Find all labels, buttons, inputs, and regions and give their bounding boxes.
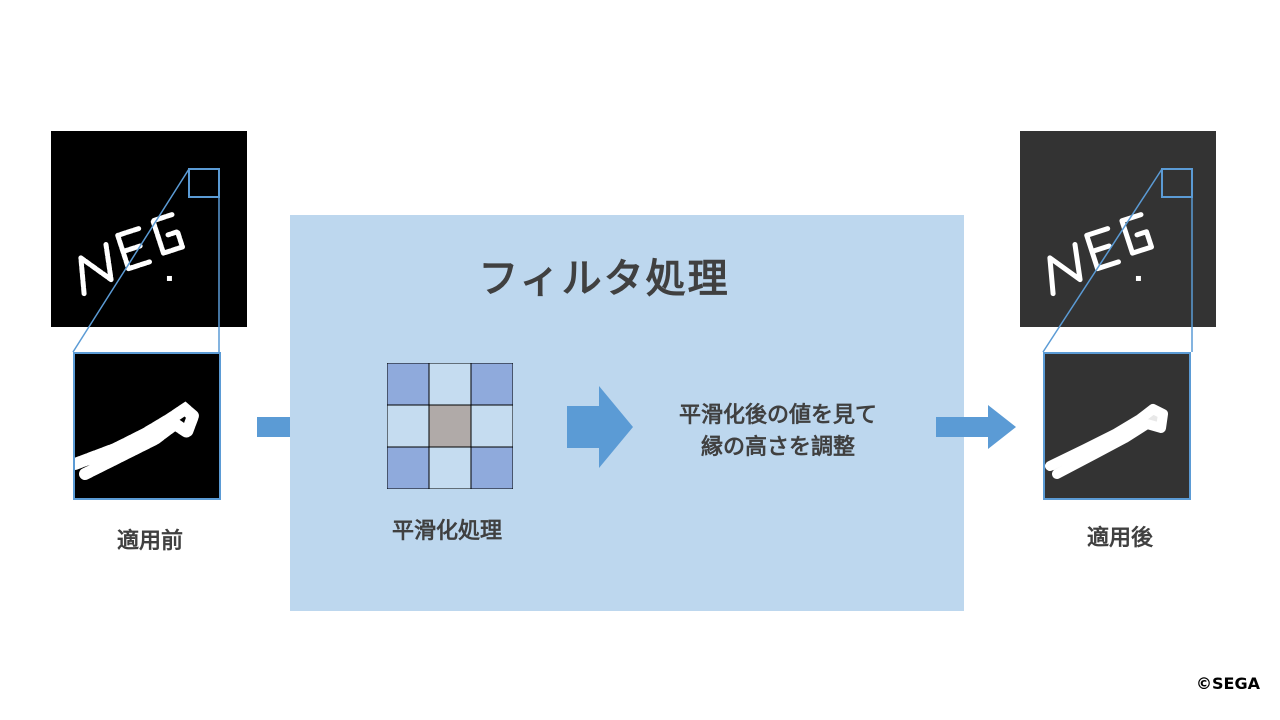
kernel-cell — [428, 363, 472, 406]
speck: ▪ — [1135, 273, 1142, 284]
kernel-center-cell — [428, 404, 472, 448]
kernel-cell — [470, 404, 513, 448]
after-glyphs: ▪ — [1047, 168, 1193, 297]
after-label: 適用後 — [1086, 526, 1153, 551]
after-image: ▪ — [1020, 131, 1216, 327]
kernel-cell — [387, 404, 430, 448]
arrow-right-icon — [936, 405, 1016, 449]
description: 平滑化後の値を見て 縁の高さを調整 — [640, 400, 916, 464]
kernel-grid — [387, 363, 513, 489]
kernel-cell — [470, 446, 513, 489]
copyright: ©SEGA — [1196, 674, 1260, 693]
before-glyphs: ▪ — [78, 168, 220, 297]
kernel-cell — [387, 446, 430, 489]
before-label: 適用前 — [116, 529, 183, 554]
zoom-region-box — [1161, 168, 1193, 198]
speck: ▪ — [166, 273, 173, 284]
description-line-1: 平滑化後の値を見て — [678, 403, 877, 428]
before-image: ▪ — [51, 131, 247, 327]
kernel-cell — [428, 446, 472, 489]
arrow-right-icon — [567, 386, 633, 468]
smoothing-label: 平滑化処理 — [391, 519, 502, 544]
zoom-region-box — [188, 168, 220, 198]
kernel-cell — [470, 363, 513, 406]
panel-title: フィルタ処理 — [478, 256, 730, 302]
before-zoom-image — [73, 352, 221, 500]
after-zoom-image — [1043, 352, 1191, 500]
kernel-cell — [387, 363, 430, 406]
description-line-2: 縁の高さを調整 — [700, 435, 855, 460]
